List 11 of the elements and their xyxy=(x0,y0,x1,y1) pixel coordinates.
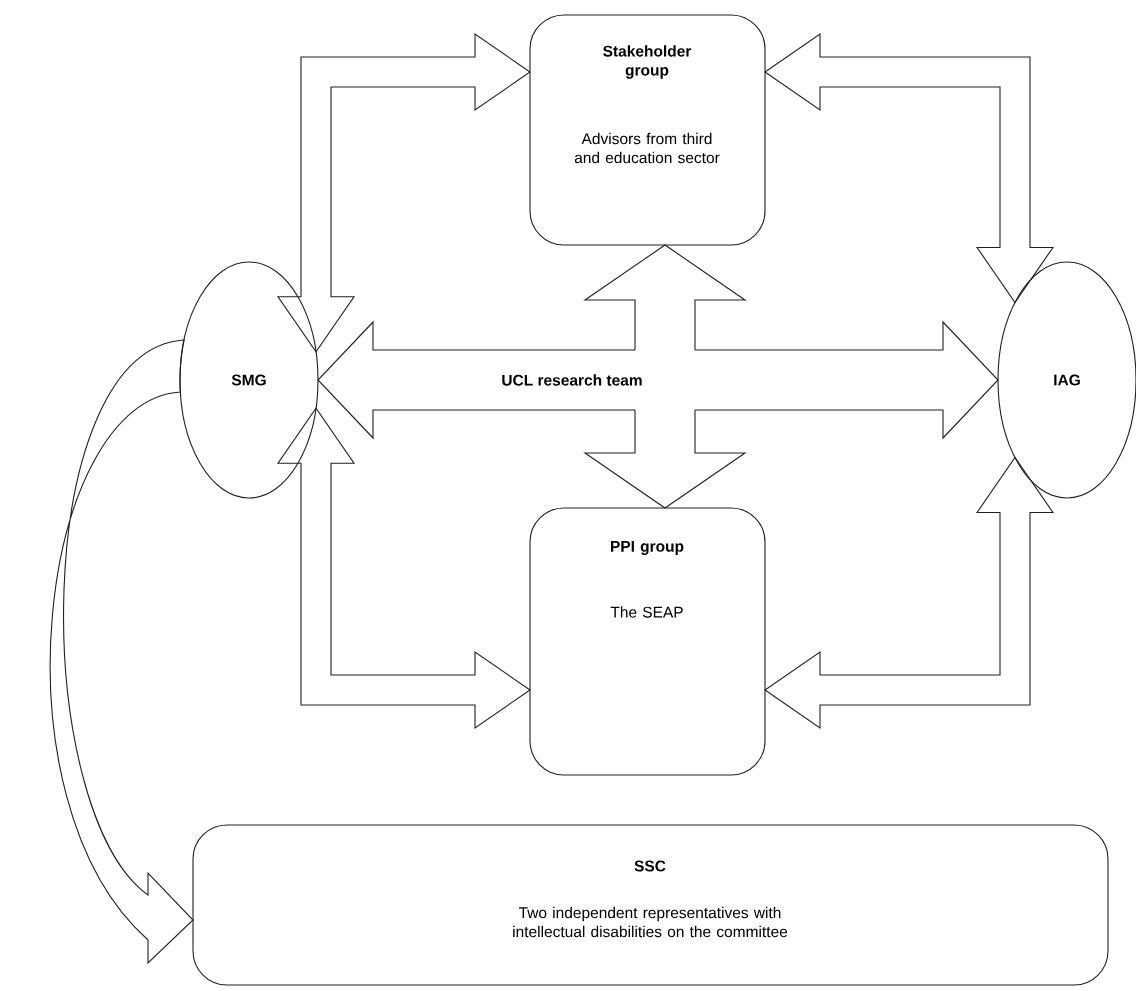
block-arrow xyxy=(276,32,531,353)
rounded-box: PPI group The SEAP xyxy=(529,507,766,776)
block-arrow xyxy=(49,339,194,964)
block-arrow xyxy=(583,409,747,509)
block-arrow xyxy=(317,320,636,440)
block-arrow xyxy=(583,244,747,351)
rounded-box: SSC Two independent representatives with intellectual disabilities on the committee xyxy=(192,824,1109,986)
block-arrow xyxy=(694,320,999,440)
block-arrow xyxy=(764,32,1055,304)
rounded-box: Stakeholder group Advisors from third and education sector xyxy=(529,14,766,246)
team-label: UCL research team xyxy=(502,374,642,386)
